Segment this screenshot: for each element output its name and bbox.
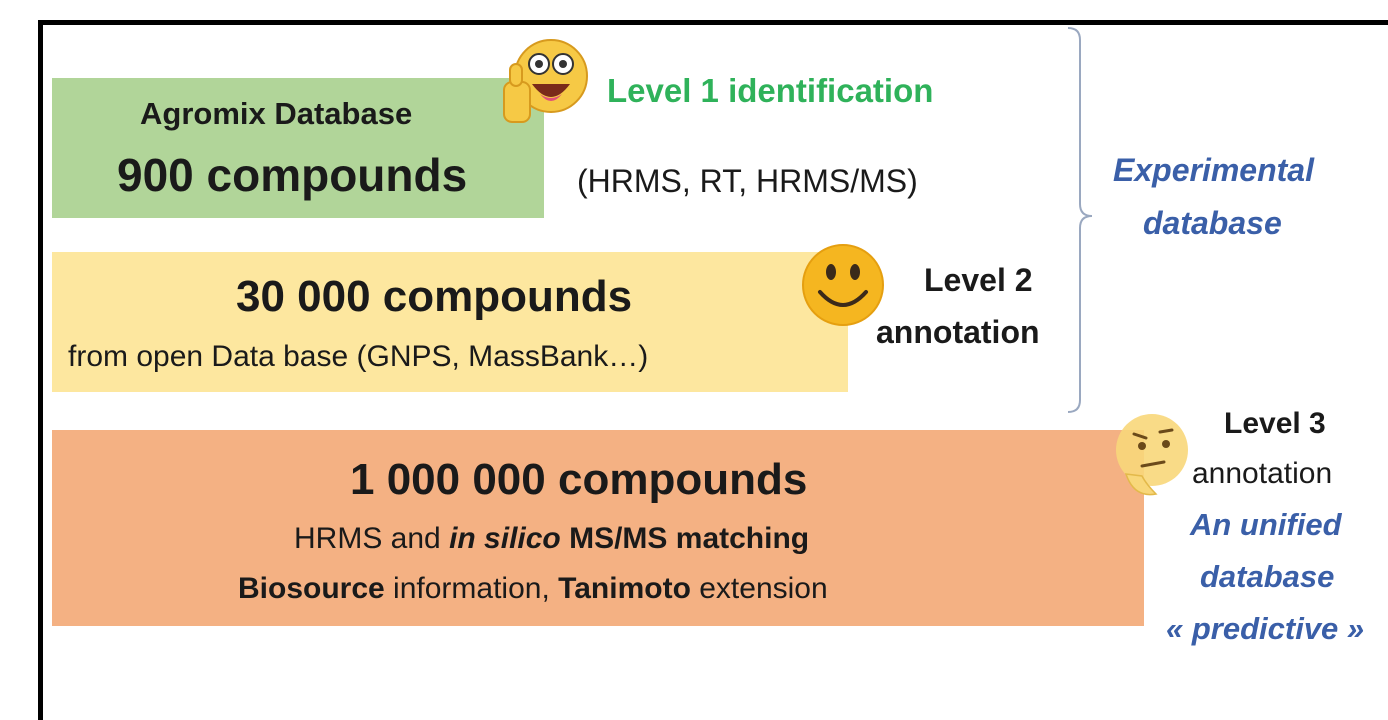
level3-method-post: MS/MS matching: [560, 522, 810, 555]
level1-box: [52, 78, 544, 218]
level3-extension-line: Biosource information, Tanimoto extensio…: [238, 572, 828, 606]
level3-method-em: in silico: [449, 522, 561, 555]
level3-title-line2: annotation: [1192, 457, 1333, 490]
level1-database-name: Agromix Database: [140, 96, 413, 131]
experimental-label-line2: database: [1143, 205, 1282, 241]
level1-criteria: (HRMS, RT, HRMS/MS): [577, 163, 918, 199]
level2-source: from open Data base (GNPS, MassBank…): [68, 340, 649, 373]
level2-box: [52, 252, 848, 392]
level3-box: [52, 430, 1144, 626]
level3-title-line1: Level 3: [1224, 407, 1326, 440]
level2-title-line2: annotation: [876, 314, 1040, 350]
unified-label-line1: An unified: [1190, 507, 1342, 542]
level3-ext-b2: Tanimoto: [558, 572, 691, 605]
unified-label-line2: database: [1200, 559, 1335, 594]
thinking-emoji-icon: [1116, 414, 1188, 496]
level3-method-line: HRMS and in silico MS/MS matching: [294, 522, 809, 556]
experimental-bracket: [1067, 27, 1093, 413]
level3-ext-mid: information,: [384, 572, 559, 605]
diagram-frame: [38, 20, 1388, 720]
level3-ext-post: extension: [690, 572, 828, 605]
unified-label-line3: « predictive »: [1166, 611, 1365, 646]
level1-compound-count: 900 compounds: [117, 149, 468, 201]
level3-method-pre: HRMS and: [294, 522, 450, 555]
level3-ext-b1: Biosource: [238, 572, 385, 605]
thumbs-up-grin-emoji-icon: [503, 39, 588, 123]
smiley-emoji-icon: [802, 244, 884, 326]
level3-compound-count: 1 000 000 compounds: [350, 455, 808, 504]
level1-title: Level 1 identification: [607, 72, 934, 109]
level2-title-line1: Level 2: [924, 262, 1033, 298]
level2-compound-count: 30 000 compounds: [236, 272, 633, 321]
experimental-label-line1: Experimental: [1113, 152, 1314, 188]
